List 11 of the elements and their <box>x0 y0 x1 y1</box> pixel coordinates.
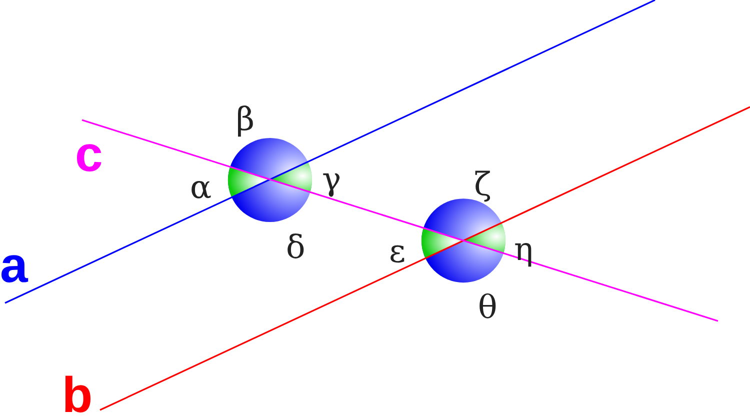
line-label: a <box>0 236 28 294</box>
angle-label: η <box>514 230 534 268</box>
angle-label: β <box>236 100 254 138</box>
angle-label: δ <box>286 228 306 266</box>
angle-label: ζ <box>474 165 492 203</box>
line-label: c <box>75 125 103 183</box>
angle-label: α <box>190 168 212 206</box>
angle-label: ε <box>389 232 406 270</box>
line-label: b <box>62 366 93 420</box>
angle-label: θ <box>478 288 498 326</box>
angle-label: γ <box>322 160 342 198</box>
